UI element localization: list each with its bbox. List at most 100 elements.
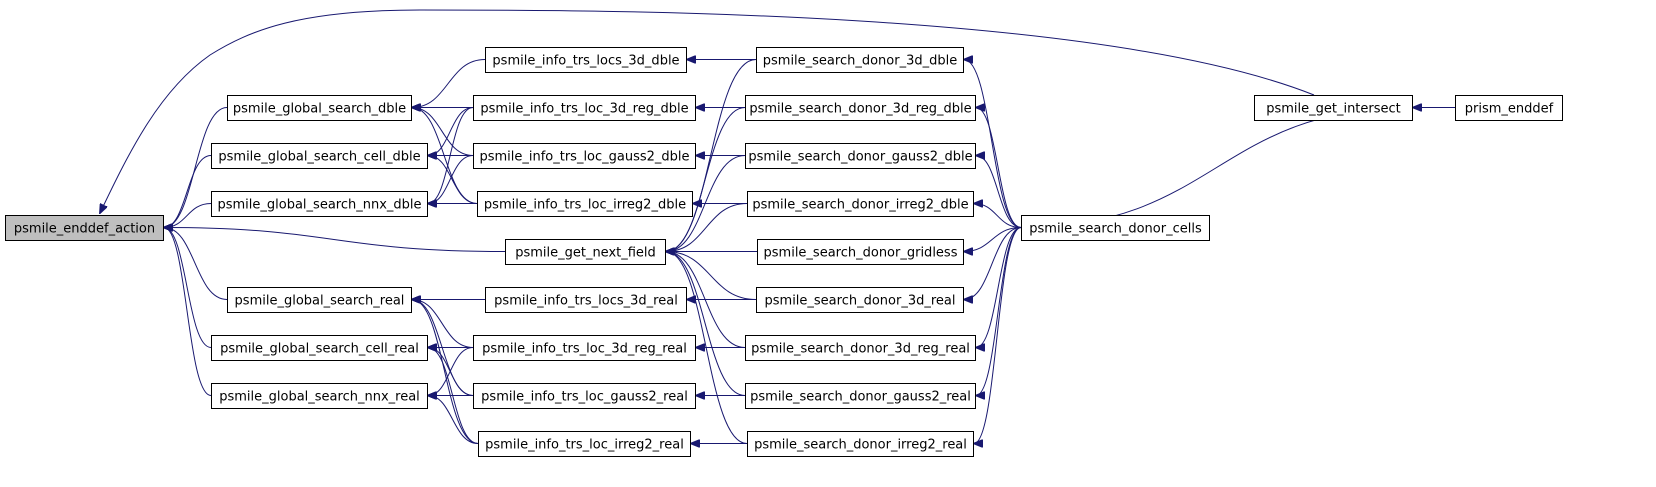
node-box	[478, 431, 691, 457]
node-label: psmile_search_donor_3d_real	[765, 294, 956, 309]
node-box	[227, 287, 412, 313]
edge-psmile-search-donor-cells-to-psmile-search-donor-irreg2-dble	[974, 204, 1022, 228]
node-label: psmile_info_trs_loc_3d_reg_real	[482, 342, 687, 357]
node-box	[211, 143, 428, 169]
node-psmile-global-search-cell-real[interactable]: psmile_global_search_cell_real	[211, 335, 428, 361]
node-psmile-get-next-field[interactable]: psmile_get_next_field	[505, 239, 666, 265]
node-box	[473, 143, 696, 169]
node-psmile-info-trs-locs-3d-dble[interactable]: psmile_info_trs_locs_3d_dble	[485, 47, 687, 73]
edge-psmile-search-donor-3d-real-to-psmile-get-next-field	[666, 252, 757, 300]
node-label: psmile_info_trs_loc_gauss2_real	[481, 390, 688, 405]
node-label: psmile_search_donor_cells	[1029, 222, 1202, 237]
node-psmile-info-trs-loc-irreg2-real[interactable]: psmile_info_trs_loc_irreg2_real	[478, 431, 691, 457]
node-box	[1254, 95, 1413, 121]
node-psmile-global-search-nnx-real[interactable]: psmile_global_search_nnx_real	[211, 383, 428, 409]
edge-psmile-info-trs-loc-gauss2-dble-to-psmile-global-search-nnx-dble	[428, 155, 474, 204]
node-label: psmile_search_donor_gauss2_real	[750, 390, 971, 405]
node-prism-enddef[interactable]: prism_enddef	[1455, 95, 1563, 121]
node-psmile-global-search-dble[interactable]: psmile_global_search_dble	[227, 95, 412, 121]
node-psmile-enddef-action[interactable]: psmile_enddef_action	[5, 215, 164, 241]
node-psmile-get-intersect[interactable]: psmile_get_intersect	[1254, 95, 1413, 121]
node-label: psmile_search_donor_3d_reg_dble	[749, 102, 971, 117]
edge-psmile-search-donor-cells-to-psmile-search-donor-gridless	[964, 227, 1022, 252]
edge-psmile-search-donor-3d-reg-dble-to-psmile-get-next-field	[666, 107, 746, 252]
node-psmile-info-trs-loc-gauss2-real[interactable]: psmile_info_trs_loc_gauss2_real	[473, 383, 696, 409]
node-box	[211, 335, 428, 361]
node-label: psmile_search_donor_3d_reg_real	[751, 342, 970, 357]
node-box	[756, 287, 964, 313]
edge-psmile-info-trs-loc-irreg2-dble-to-psmile-global-search-cell-dble	[428, 156, 478, 204]
edge-psmile-search-donor-irreg2-dble-to-psmile-get-next-field	[666, 203, 748, 252]
node-box	[5, 215, 164, 241]
edge-psmile-search-donor-gauss2-dble-to-psmile-get-next-field	[666, 155, 746, 252]
node-box	[745, 335, 976, 361]
node-label: psmile_get_intersect	[1266, 102, 1401, 117]
nodes-layer: psmile_enddef_action psmile_global_search…	[5, 47, 1563, 457]
node-label: psmile_info_trs_loc_irreg2_dble	[484, 198, 686, 213]
node-psmile-search-donor-3d-reg-real[interactable]: psmile_search_donor_3d_reg_real	[745, 335, 976, 361]
node-box	[1455, 95, 1563, 121]
node-box	[745, 95, 976, 121]
node-label: psmile_global_search_nnx_real	[219, 390, 420, 405]
node-psmile-search-donor-gauss2-dble[interactable]: psmile_search_donor_gauss2_dble	[745, 143, 976, 169]
edge-psmile-global-search-cell-dble-to-psmile-enddef-action	[164, 155, 212, 228]
node-label: psmile_search_donor_irreg2_dble	[752, 198, 968, 213]
node-label: psmile_info_trs_locs_3d_dble	[492, 54, 679, 69]
node-psmile-global-search-cell-dble[interactable]: psmile_global_search_cell_dble	[211, 143, 428, 169]
node-psmile-info-trs-loc-gauss2-dble[interactable]: psmile_info_trs_loc_gauss2_dble	[473, 143, 696, 169]
node-psmile-search-donor-gauss2-real[interactable]: psmile_search_donor_gauss2_real	[745, 383, 976, 409]
node-psmile-search-donor-cells[interactable]: psmile_search_donor_cells	[1021, 215, 1210, 241]
node-box	[473, 335, 696, 361]
node-label: psmile_global_search_real	[235, 294, 405, 309]
node-label: psmile_info_trs_locs_3d_real	[494, 294, 678, 309]
edge-psmile-search-donor-cells-to-psmile-search-donor-3d-dble	[964, 60, 1022, 228]
node-box	[745, 143, 976, 169]
edge-psmile-search-donor-cells-to-psmile-search-donor-gauss2-dble	[976, 156, 1022, 228]
edge-psmile-global-search-cell-real-to-psmile-enddef-action	[164, 228, 212, 348]
node-label: psmile_get_next_field	[515, 246, 656, 261]
node-box	[473, 383, 696, 409]
node-psmile-search-donor-irreg2-dble[interactable]: psmile_search_donor_irreg2_dble	[747, 191, 974, 217]
node-psmile-info-trs-loc-3d-reg-real[interactable]: psmile_info_trs_loc_3d_reg_real	[473, 335, 696, 361]
node-psmile-global-search-real[interactable]: psmile_global_search_real	[227, 287, 412, 313]
edge-psmile-search-donor-cells-to-psmile-search-donor-gauss2-real	[976, 227, 1022, 396]
node-box	[211, 191, 428, 217]
node-box	[1021, 215, 1210, 241]
node-label: psmile_info_trs_loc_irreg2_real	[485, 438, 684, 453]
node-label: psmile_enddef_action	[14, 222, 155, 237]
node-label: psmile_info_trs_loc_3d_reg_dble	[480, 102, 688, 117]
node-psmile-search-donor-3d-real[interactable]: psmile_search_donor_3d_real	[756, 287, 964, 313]
node-box	[747, 191, 974, 217]
edge-psmile-global-search-real-to-psmile-enddef-action	[164, 228, 228, 300]
node-label: prism_enddef	[1465, 102, 1554, 117]
node-box	[485, 287, 687, 313]
node-label: psmile_search_donor_gridless	[764, 246, 958, 261]
edge-psmile-get-intersect-to-psmile-enddef-action	[100, 9, 1315, 213]
node-box	[756, 47, 964, 73]
edge-psmile-global-search-nnx-dble-to-psmile-enddef-action	[164, 203, 212, 228]
node-box	[485, 47, 687, 73]
node-psmile-global-search-nnx-dble[interactable]: psmile_global_search_nnx_dble	[211, 191, 428, 217]
node-label: psmile_global_search_cell_real	[220, 342, 419, 357]
node-psmile-search-donor-irreg2-real[interactable]: psmile_search_donor_irreg2_real	[747, 431, 974, 457]
node-psmile-info-trs-locs-3d-real[interactable]: psmile_info_trs_locs_3d_real	[485, 287, 687, 313]
node-box	[745, 383, 976, 409]
node-psmile-info-trs-loc-irreg2-dble[interactable]: psmile_info_trs_loc_irreg2_dble	[477, 191, 693, 217]
edge-psmile-search-donor-cells-to-psmile-get-intersect	[1020, 108, 1413, 228]
edge-psmile-search-donor-cells-to-psmile-search-donor-3d-reg-dble	[976, 108, 1022, 228]
node-label: psmile_global_search_nnx_dble	[217, 198, 421, 213]
node-psmile-info-trs-loc-3d-reg-dble[interactable]: psmile_info_trs_loc_3d_reg_dble	[473, 95, 696, 121]
node-psmile-search-donor-3d-reg-dble[interactable]: psmile_search_donor_3d_reg_dble	[745, 95, 976, 121]
node-label: psmile_global_search_cell_dble	[218, 150, 420, 165]
node-psmile-search-donor-3d-dble[interactable]: psmile_search_donor_3d_dble	[756, 47, 964, 73]
edge-psmile-search-donor-3d-reg-real-to-psmile-get-next-field	[666, 252, 746, 348]
edges-layer	[100, 9, 1455, 444]
edge-psmile-info-trs-loc-irreg2-real-to-psmile-global-search-nnx-real	[428, 396, 479, 444]
node-label: psmile_search_donor_gauss2_dble	[748, 150, 972, 165]
edge-psmile-info-trs-locs-3d-dble-to-psmile-global-search-dble	[412, 59, 486, 108]
edge-psmile-search-donor-cells-to-psmile-search-donor-irreg2-real	[974, 227, 1022, 444]
edge-psmile-global-search-nnx-real-to-psmile-enddef-action	[164, 228, 212, 396]
node-box	[505, 239, 666, 265]
node-psmile-search-donor-gridless[interactable]: psmile_search_donor_gridless	[757, 239, 964, 265]
